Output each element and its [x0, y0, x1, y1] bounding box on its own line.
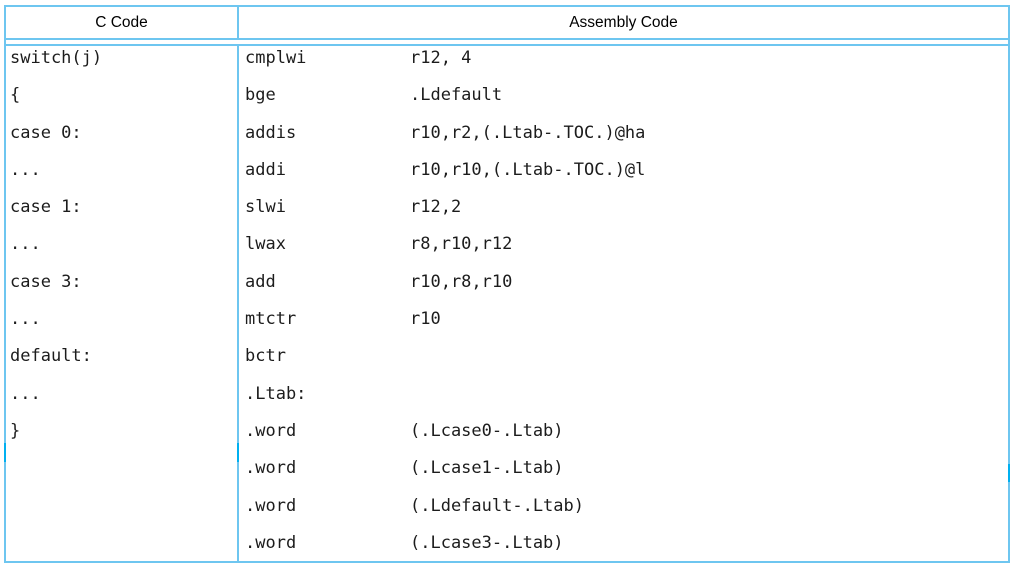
assembly-line: .Ltab: — [245, 384, 1008, 421]
assembly-operands: (.Lcase0-.Ltab) — [410, 420, 564, 441]
table-header-row: C Code Assembly Code — [6, 7, 1008, 40]
assembly-operands: r10 — [410, 309, 441, 330]
assembly-operands: (.Lcase3-.Ltab) — [410, 532, 564, 553]
assembly-operands: r10,r10,(.Ltab-.TOC.)@l — [410, 159, 646, 180]
assembly-mnemonic: mtctr — [245, 309, 297, 330]
assembly-operands: r10,r8,r10 — [410, 271, 513, 292]
c-code-line — [10, 533, 237, 561]
assembly-line: .word (.Lcase0-.Ltab) — [245, 421, 1008, 458]
c-code-line — [10, 458, 237, 495]
c-code-line: { — [10, 85, 21, 106]
assembly-mnemonic: cmplwi — [245, 48, 307, 68]
assembly-line: .word (.Ldefault-.Ltab) — [245, 496, 1008, 533]
c-code-line: case 0: — [10, 122, 82, 143]
assembly-line: bctr — [245, 346, 1008, 383]
assembly-operands: r10,r2,(.Ltab-.TOC.)@ha — [410, 122, 646, 143]
c-code-column: switch(j) { case 0:... case 1:... case 3:...… — [6, 46, 239, 561]
assembly-mnemonic: .word — [245, 420, 297, 441]
c-code-line — [10, 496, 237, 533]
c-code-line: default: — [10, 346, 92, 367]
column-header-c-code: C Code — [6, 7, 239, 38]
table-body: switch(j) { case 0:... case 1:... case 3:...… — [6, 46, 1008, 561]
c-code-line: ... — [10, 383, 41, 404]
assembly-line: addis r10,r2,(.Ltab-.TOC.)@ha — [245, 123, 1008, 160]
assembly-mnemonic: addis — [245, 122, 297, 143]
assembly-line: add r10,r8,r10 — [245, 272, 1008, 309]
assembly-mnemonic: lwax — [245, 234, 286, 255]
c-code-line: ... — [10, 159, 41, 180]
assembly-operands: (.Ldefault-.Ltab) — [410, 495, 584, 516]
c-code-line: case 3: — [10, 271, 82, 292]
left-border-seam-mark — [4, 443, 6, 462]
assembly-operands: r12, 4 — [410, 48, 472, 68]
assembly-mnemonic: bge — [245, 85, 276, 106]
assembly-mnemonic: .Ltab: — [245, 383, 307, 404]
assembly-mnemonic: add — [245, 271, 276, 292]
assembly-mnemonic: addi — [245, 159, 286, 180]
assembly-line: addi r10,r10,(.Ltab-.TOC.)@l — [245, 160, 1008, 197]
assembly-operands: (.Lcase1-.Ltab) — [410, 458, 564, 479]
column-header-assembly-code: Assembly Code — [569, 13, 678, 31]
assembly-line: mtctr r10 — [245, 309, 1008, 346]
c-code-line: switch(j) — [10, 48, 103, 68]
assembly-operands: r12,2 — [410, 197, 462, 218]
assembly-operands: .Ldefault — [410, 85, 503, 106]
divider-border-seam-mark — [237, 443, 239, 462]
right-border-seam-mark — [1008, 464, 1010, 482]
assembly-line: lwax r8,r10,r12 — [245, 234, 1008, 271]
assembly-code-column: cmplwi r12, 4 bge .Ldefault addis r10,r2,(.Lt… — [239, 46, 1008, 561]
assembly-line: .word (.Lcase3-.Ltab) — [245, 533, 1008, 561]
assembly-line: cmplwi r12, 4 — [245, 48, 1008, 85]
c-code-line: ... — [10, 309, 41, 330]
assembly-mnemonic: .word — [245, 458, 297, 479]
assembly-line: bge .Ldefault — [245, 85, 1008, 122]
assembly-mnemonic: bctr — [245, 346, 286, 367]
c-vs-assembly-table: C Code Assembly Code switch(j) { case 0:..… — [4, 5, 1010, 563]
c-code-line: } — [10, 420, 21, 441]
assembly-operands: r8,r10,r12 — [410, 234, 513, 255]
c-code-line: ... — [10, 234, 41, 255]
assembly-mnemonic: slwi — [245, 197, 286, 218]
assembly-mnemonic: .word — [245, 532, 297, 553]
header-double-rule-gap — [6, 40, 1008, 46]
c-code-line: case 1: — [10, 197, 82, 218]
assembly-mnemonic: .word — [245, 495, 297, 516]
assembly-line: slwi r12,2 — [245, 197, 1008, 234]
assembly-line: .word (.Lcase1-.Ltab) — [245, 458, 1008, 495]
